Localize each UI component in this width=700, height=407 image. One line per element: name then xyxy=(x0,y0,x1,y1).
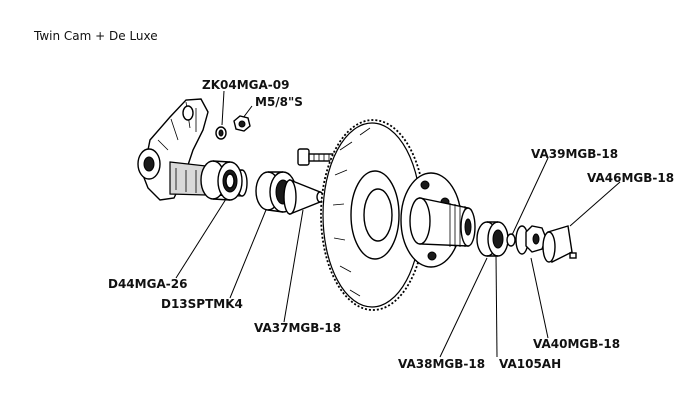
label-zk04mga-09: ZK04MGA-09 xyxy=(202,78,290,92)
hex-nut xyxy=(233,115,251,132)
outer-bearing xyxy=(476,221,509,257)
hub xyxy=(400,172,476,268)
inner-bearing xyxy=(200,160,243,201)
diagram-title: Twin Cam + De Luxe xyxy=(34,29,158,43)
label-va39mgb-18: VA39MGB-18 xyxy=(531,147,619,161)
label-va40mgb-18: VA40MGB-18 xyxy=(533,337,621,351)
label-va105ah: VA105AH xyxy=(499,357,562,371)
oil-seal-ring xyxy=(506,233,516,247)
grease-cap xyxy=(542,225,577,264)
brake-disc xyxy=(320,119,426,311)
label-d44mga-26: D44MGA-26 xyxy=(108,277,188,291)
label-d13sptmk4: D13SPTMK4 xyxy=(161,297,243,311)
leader-lines xyxy=(175,90,621,358)
label-va46mgb-18: VA46MGB-18 xyxy=(587,171,675,185)
label-m5-8s: M5/8"S xyxy=(255,95,303,109)
spacer-cone xyxy=(283,178,324,216)
label-va38mgb-18: VA38MGB-18 xyxy=(398,357,486,371)
label-va37mgb-18: VA37MGB-18 xyxy=(254,321,342,335)
